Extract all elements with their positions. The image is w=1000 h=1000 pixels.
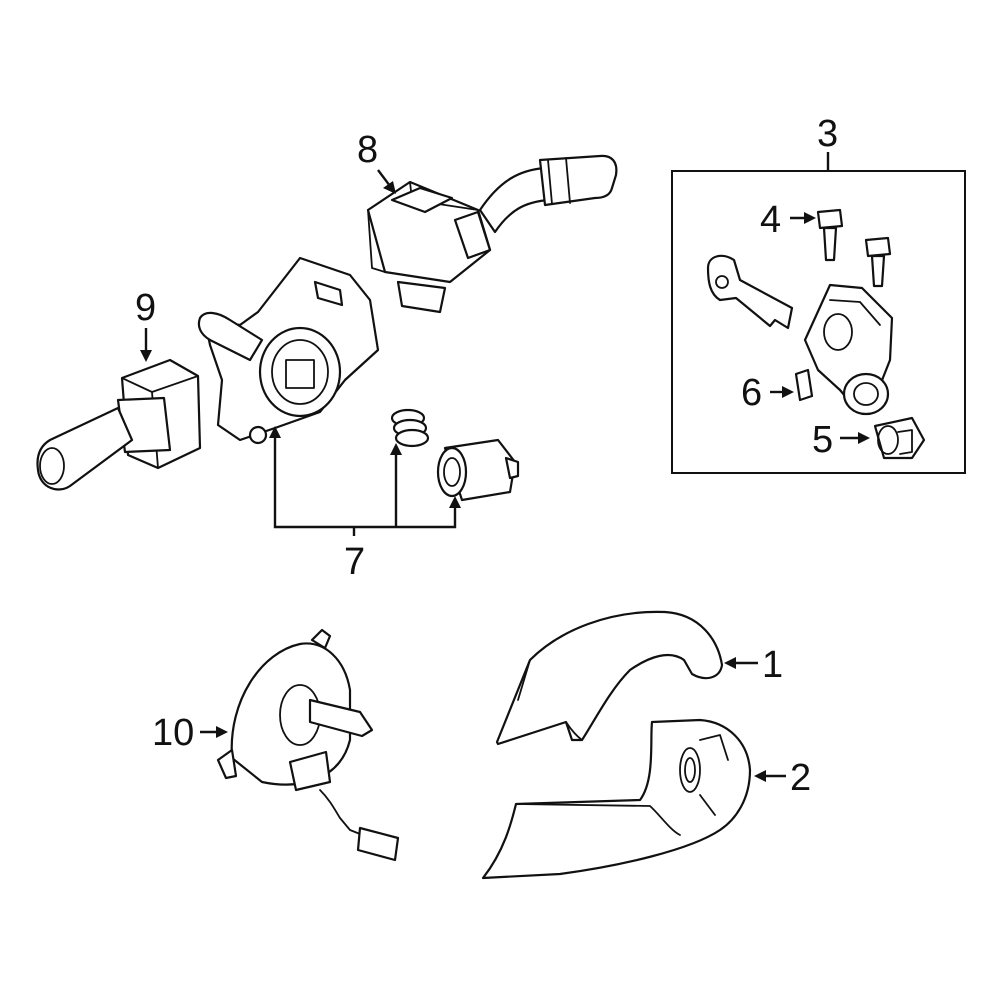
part-8-wiper-switch[interactable] [366, 154, 618, 314]
part-2-lower-column-cover[interactable] [481, 718, 752, 880]
part-4-bolt[interactable] [816, 208, 844, 262]
part-6-clip[interactable] [794, 368, 814, 402]
part-4-bolt[interactable] [864, 236, 892, 288]
part-7-switch-housing[interactable] [197, 256, 380, 445]
callout-8: 8 [357, 129, 378, 171]
part-9-turn-signal-switch[interactable] [36, 358, 202, 491]
part-1-upper-column-cover[interactable] [495, 610, 724, 746]
part-10-clock-spring[interactable] [216, 628, 400, 862]
part-3-kit-box [671, 170, 966, 474]
callout-2: 2 [790, 757, 811, 799]
callout-7: 7 [344, 541, 365, 583]
callout-10: 10 [152, 712, 194, 754]
part-3-lock-cylinder[interactable] [803, 283, 894, 416]
part-7-spring[interactable] [390, 408, 430, 448]
callout-4: 4 [760, 199, 781, 241]
part-5-switch-connector[interactable] [873, 416, 926, 460]
callout-5: 5 [812, 419, 833, 461]
callout-6: 6 [741, 372, 762, 414]
part-3-ignition-key[interactable] [706, 254, 794, 330]
part-7-sleeve[interactable] [436, 438, 520, 502]
callout-9: 9 [135, 287, 156, 329]
callout-3: 3 [817, 113, 838, 155]
callout-1: 1 [762, 644, 783, 686]
leader-lines [140, 152, 870, 782]
